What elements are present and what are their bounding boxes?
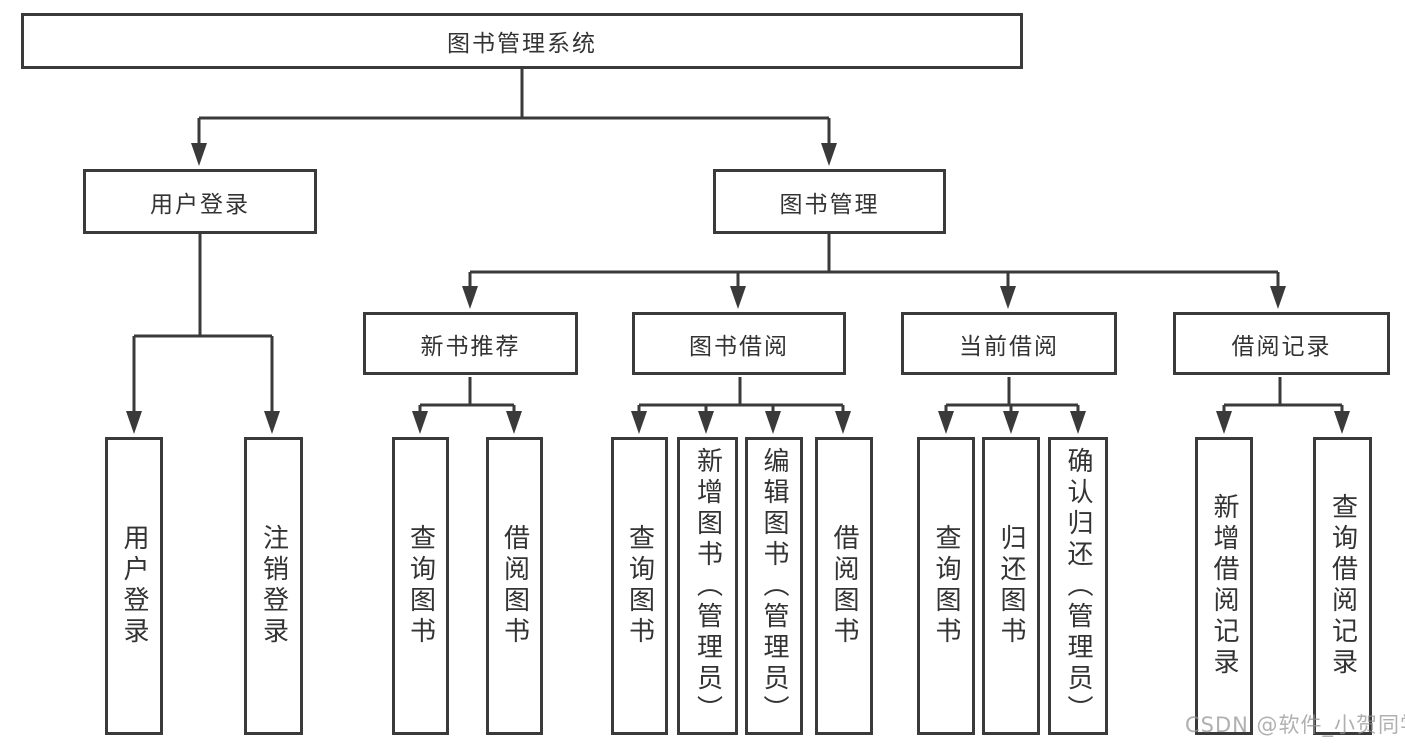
node-library-system: 图书管理系统	[21, 13, 1023, 69]
node-user-login-leaf: 用户登录	[105, 437, 163, 735]
node-label: 新增图书（管理员）	[692, 446, 723, 726]
node-label: 查询图书	[624, 524, 655, 648]
node-label: 新书推荐	[420, 333, 521, 360]
node-borrow-books-1: 借阅图书	[486, 437, 543, 735]
node-edit-book-admin: 编辑图书（管理员）	[745, 437, 803, 735]
node-label: 图书管理	[779, 191, 880, 218]
node-confirm-return-admin: 确认归还（管理员）	[1048, 437, 1108, 735]
node-label: 确认归还（管理员）	[1063, 446, 1093, 726]
node-book-borrowing: 图书借阅	[632, 312, 846, 375]
node-query-borrow-record: 查询借阅记录	[1313, 437, 1372, 735]
node-user-login: 用户登录	[83, 169, 317, 234]
node-label: 当前借阅	[959, 333, 1059, 360]
node-borrow-books-2: 借阅图书	[815, 437, 873, 735]
node-return-books: 归还图书	[982, 437, 1040, 735]
node-label: 新增借阅记录	[1209, 493, 1239, 679]
node-label: 用户登录	[119, 524, 149, 648]
node-label: 图书管理系统	[447, 31, 597, 57]
node-label: 借阅图书	[499, 524, 530, 648]
node-new-book-recommendation: 新书推荐	[363, 312, 578, 375]
node-current-borrowing: 当前借阅	[901, 312, 1117, 375]
node-book-management: 图书管理	[713, 169, 946, 234]
node-label: 编辑图书（管理员）	[759, 446, 789, 726]
node-query-books-3: 查询图书	[917, 437, 975, 735]
node-query-books-2: 查询图书	[611, 437, 668, 735]
node-label: 借阅图书	[829, 524, 859, 648]
node-borrowing-records: 借阅记录	[1173, 312, 1390, 375]
node-label: 归还图书	[996, 524, 1026, 648]
csdn-watermark: CSDN @软件_小贺同学	[1185, 713, 1405, 737]
node-label: 借阅记录	[1231, 333, 1332, 360]
node-label: 用户登录	[150, 191, 250, 218]
node-label: 查询图书	[931, 524, 961, 648]
node-logout-leaf: 注销登录	[244, 437, 303, 735]
node-label: 查询图书	[405, 524, 436, 648]
node-label: 注销登录	[258, 524, 289, 648]
node-label: 图书借阅	[689, 333, 789, 360]
node-add-book-admin: 新增图书（管理员）	[677, 437, 738, 735]
node-label: 查询借阅记录	[1327, 493, 1358, 679]
node-add-borrow-record: 新增借阅记录	[1195, 437, 1253, 735]
node-query-books-1: 查询图书	[392, 437, 449, 735]
